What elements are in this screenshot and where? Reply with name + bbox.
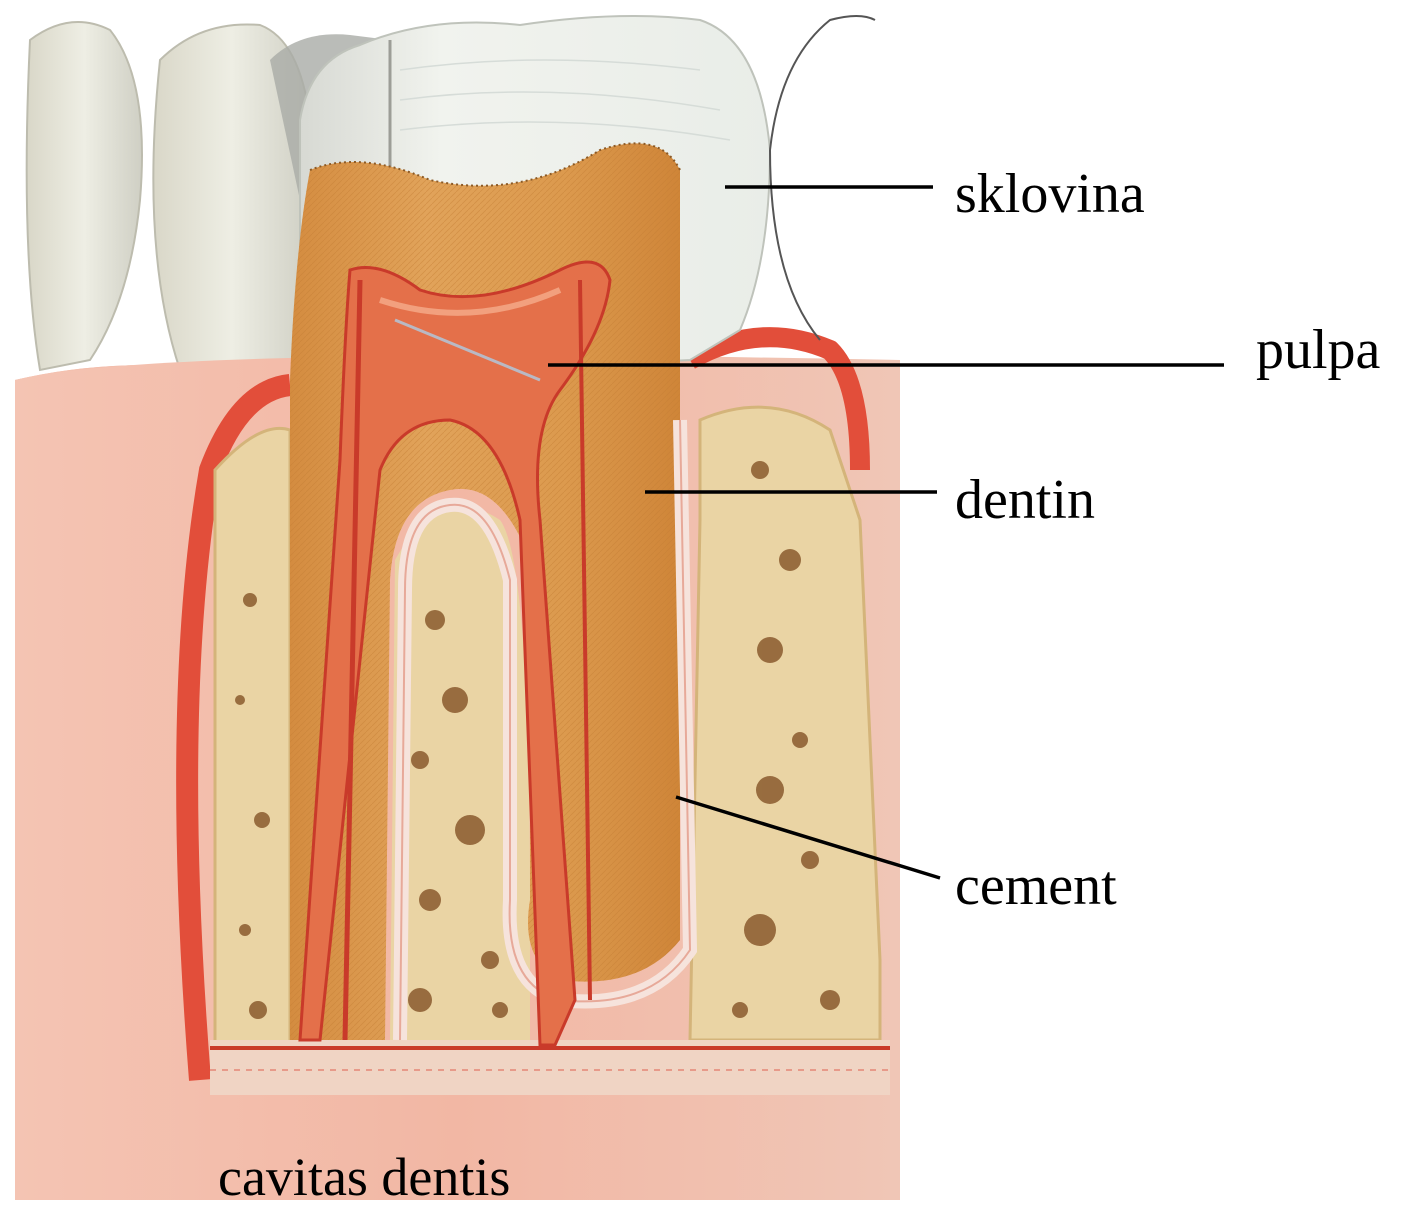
label-pulp: pulpa [1256, 322, 1380, 378]
label-enamel: sklovina [955, 166, 1145, 222]
label-cavity: cavitas dentis [218, 1150, 510, 1204]
label-cementum: cement [955, 858, 1117, 914]
label-dentin: dentin [955, 472, 1095, 528]
